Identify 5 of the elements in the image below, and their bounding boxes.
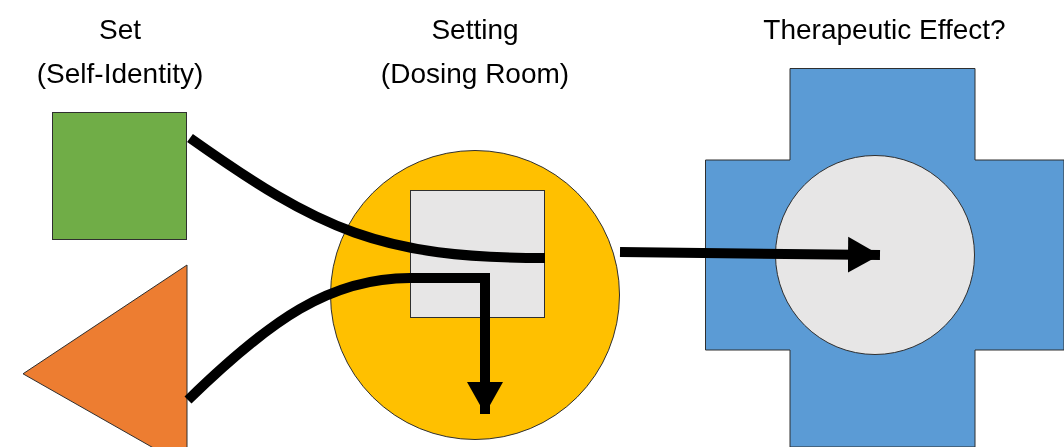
arrow <box>410 273 503 414</box>
node-heading: Set (Self-Identity) <box>35 13 205 91</box>
node-heading: Therapeutic Effect? <box>762 13 1007 47</box>
node-heading: Setting (Dosing Room) <box>379 13 571 91</box>
arrow <box>619 236 881 273</box>
